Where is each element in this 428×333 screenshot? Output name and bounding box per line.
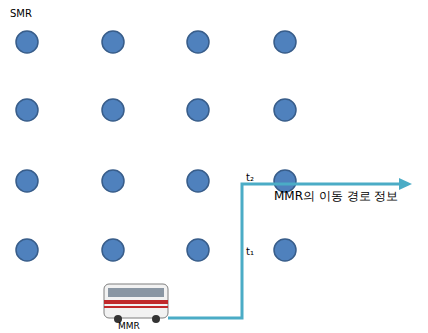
route-arrow (168, 178, 412, 318)
grid-label: SMR (10, 8, 32, 19)
route-label: MMR의 이동 경로 정보 (274, 190, 399, 203)
time-label: t₂ (246, 172, 254, 183)
time-label: t₁ (246, 246, 254, 257)
bus-label: MMR (118, 322, 140, 332)
bus-icon (104, 284, 168, 323)
smr-grid (16, 31, 296, 261)
